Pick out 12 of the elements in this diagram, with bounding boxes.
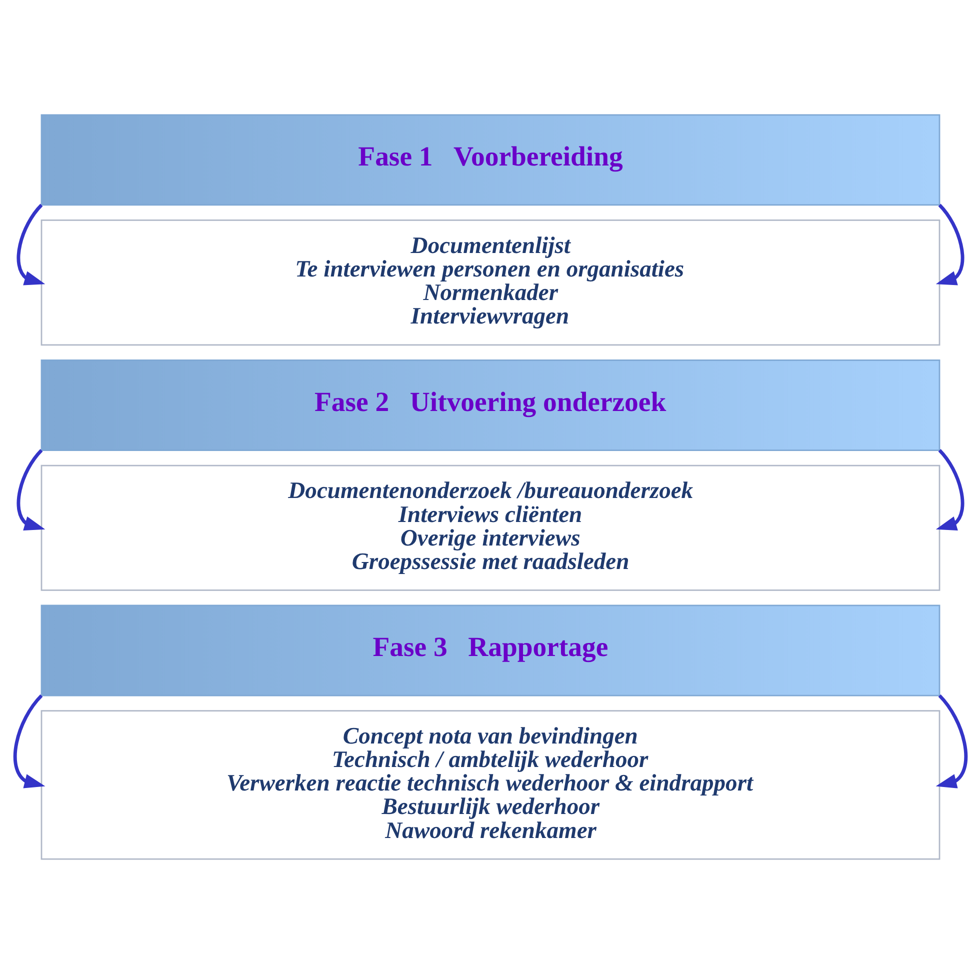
- arrow: [12, 694, 45, 788]
- arrow: [935, 694, 968, 788]
- arrow: [16, 448, 45, 530]
- node-box: Fase 2 Uitvoering onderzoek: [40, 359, 940, 450]
- node-box: Fase 1 Voorbereiding: [40, 114, 940, 206]
- node-box: Documentenlijst Te interviewen personen en organisaties Normenkader Interviewvragen: [40, 219, 940, 346]
- node-box: Documentenonderzoek /bureauonderzoek Interviews cliënten Overige interviews Groepssessie met raadsleden: [40, 464, 940, 590]
- arrow: [935, 448, 964, 530]
- node-box: Concept nota van bevindingen Technisch / ambtelijk wederhoor Verwerken reactie technisch wederhoor & eindrapport Bestuurlijk wederhoor Nawoord rekenkamer: [40, 710, 940, 860]
- node-box: Fase 3 Rapportage: [40, 604, 940, 696]
- arrow: [935, 203, 964, 285]
- arrow: [16, 203, 45, 285]
